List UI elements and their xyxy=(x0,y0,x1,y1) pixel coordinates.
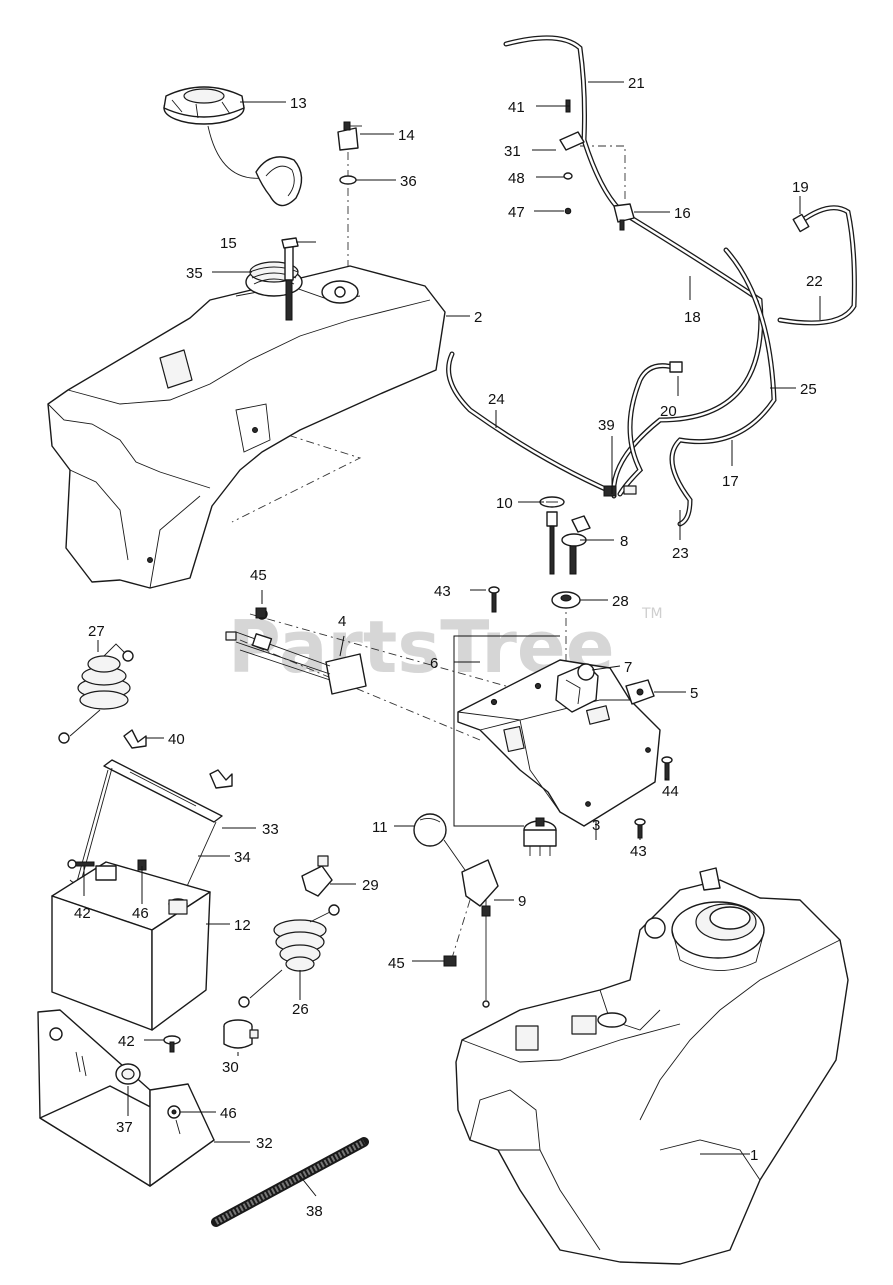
callout-5: 5 xyxy=(690,685,698,702)
battery xyxy=(51,861,211,1031)
callout-1: 1 xyxy=(750,1147,758,1164)
callout-26: 26 xyxy=(292,1001,309,1018)
callout-31: 31 xyxy=(504,143,521,160)
fuel-valve xyxy=(281,237,299,321)
battery-tray xyxy=(37,1009,215,1187)
callout-38: 38 xyxy=(306,1203,323,1220)
callout-11: 11 xyxy=(372,819,388,836)
battery-cable-negative xyxy=(58,643,134,744)
callout-15: 15 xyxy=(220,235,237,252)
callout-3: 3 xyxy=(592,817,600,834)
callout-14: 14 xyxy=(398,127,415,144)
fuel-tee xyxy=(613,203,635,231)
callout-36: 36 xyxy=(400,173,417,190)
choke-knob xyxy=(413,813,447,847)
callout-12: 12 xyxy=(234,917,251,934)
control-panel-bracket xyxy=(457,659,661,827)
switch xyxy=(625,679,655,705)
wire-loom xyxy=(211,1137,369,1227)
screw-self-tap xyxy=(661,756,673,781)
callout-9: 9 xyxy=(518,893,526,910)
wire-harness xyxy=(225,608,367,695)
fuel-fitting xyxy=(617,361,683,497)
callout-32: 32 xyxy=(256,1135,273,1152)
fuel-line-main xyxy=(503,35,623,213)
callout-48: 48 xyxy=(508,170,525,187)
fuel-cap xyxy=(163,86,303,207)
lock-nut-2 xyxy=(255,607,267,619)
ignition-switch xyxy=(555,663,599,713)
callout-42a: 42 xyxy=(74,905,91,922)
fuel-tank-lower xyxy=(455,867,849,1265)
callout-8: 8 xyxy=(620,533,628,550)
callout-23: 23 xyxy=(672,545,689,562)
callout-34: 34 xyxy=(234,849,251,866)
fuel-line-right xyxy=(777,205,857,326)
callout-37: 37 xyxy=(116,1119,133,1136)
throttle-knob xyxy=(539,496,565,575)
callout-40: 40 xyxy=(168,731,185,748)
callout-39: 39 xyxy=(598,417,615,434)
callout-30: 30 xyxy=(222,1059,239,1076)
washer xyxy=(167,1105,181,1119)
leader-lines xyxy=(83,81,821,1197)
callout-46b: 46 xyxy=(220,1105,237,1122)
grommet-tray xyxy=(115,1063,141,1085)
callout-45b: 45 xyxy=(388,955,405,972)
callout-25: 25 xyxy=(800,381,817,398)
callout-16: 16 xyxy=(674,205,691,222)
callout-4: 4 xyxy=(338,613,346,630)
callout-13: 13 xyxy=(290,95,307,112)
callout-10: 10 xyxy=(496,495,513,512)
wing-nut xyxy=(123,729,147,749)
switch-module xyxy=(523,817,557,856)
fuel-tank-upper xyxy=(47,261,446,589)
callout-45a: 45 xyxy=(250,567,267,584)
callout-43a: 43 xyxy=(434,583,451,600)
callout-6: 6 xyxy=(430,655,438,672)
callout-labels: 1 2 3 4 5 6 7 8 9 10 11 12 13 14 15 16 1… xyxy=(74,75,823,1220)
callout-35: 35 xyxy=(186,265,203,282)
callout-18: 18 xyxy=(684,309,701,326)
hold-down-rod xyxy=(103,759,233,823)
callout-19: 19 xyxy=(792,179,809,196)
callout-33: 33 xyxy=(262,821,279,838)
callout-27: 27 xyxy=(88,623,105,640)
callout-42b: 42 xyxy=(118,1033,135,1050)
grommet xyxy=(339,175,357,185)
vent-valve xyxy=(337,121,362,151)
callout-28: 28 xyxy=(612,593,629,610)
callout-44: 44 xyxy=(662,783,679,800)
key xyxy=(561,515,591,575)
callout-41: 41 xyxy=(508,99,525,116)
callout-22: 22 xyxy=(806,273,823,290)
callout-20: 20 xyxy=(660,403,677,420)
fuel-line-left xyxy=(446,351,615,495)
callout-29: 29 xyxy=(362,877,379,894)
throttle-cable xyxy=(443,839,499,1008)
screw xyxy=(163,1035,181,1053)
lock-nut xyxy=(443,955,457,967)
fuel-line-long xyxy=(669,247,777,527)
fuel-elbow xyxy=(792,213,810,233)
callout-43b: 43 xyxy=(630,843,647,860)
callout-21: 21 xyxy=(628,75,645,92)
callout-2: 2 xyxy=(474,309,482,326)
battery-cable-positive xyxy=(238,904,340,1008)
bolt xyxy=(67,859,95,869)
callout-47: 47 xyxy=(508,204,525,221)
rivet-set xyxy=(559,99,585,215)
callout-24: 24 xyxy=(488,391,505,408)
callout-7: 7 xyxy=(624,659,632,676)
terminal-cover xyxy=(301,855,333,897)
watermark-trademark: TM xyxy=(641,606,663,622)
nut-plate xyxy=(551,591,581,609)
callout-46a: 46 xyxy=(132,905,149,922)
callout-17: 17 xyxy=(722,473,739,490)
battery-boot xyxy=(223,1019,259,1049)
hose-clamp xyxy=(603,485,637,497)
